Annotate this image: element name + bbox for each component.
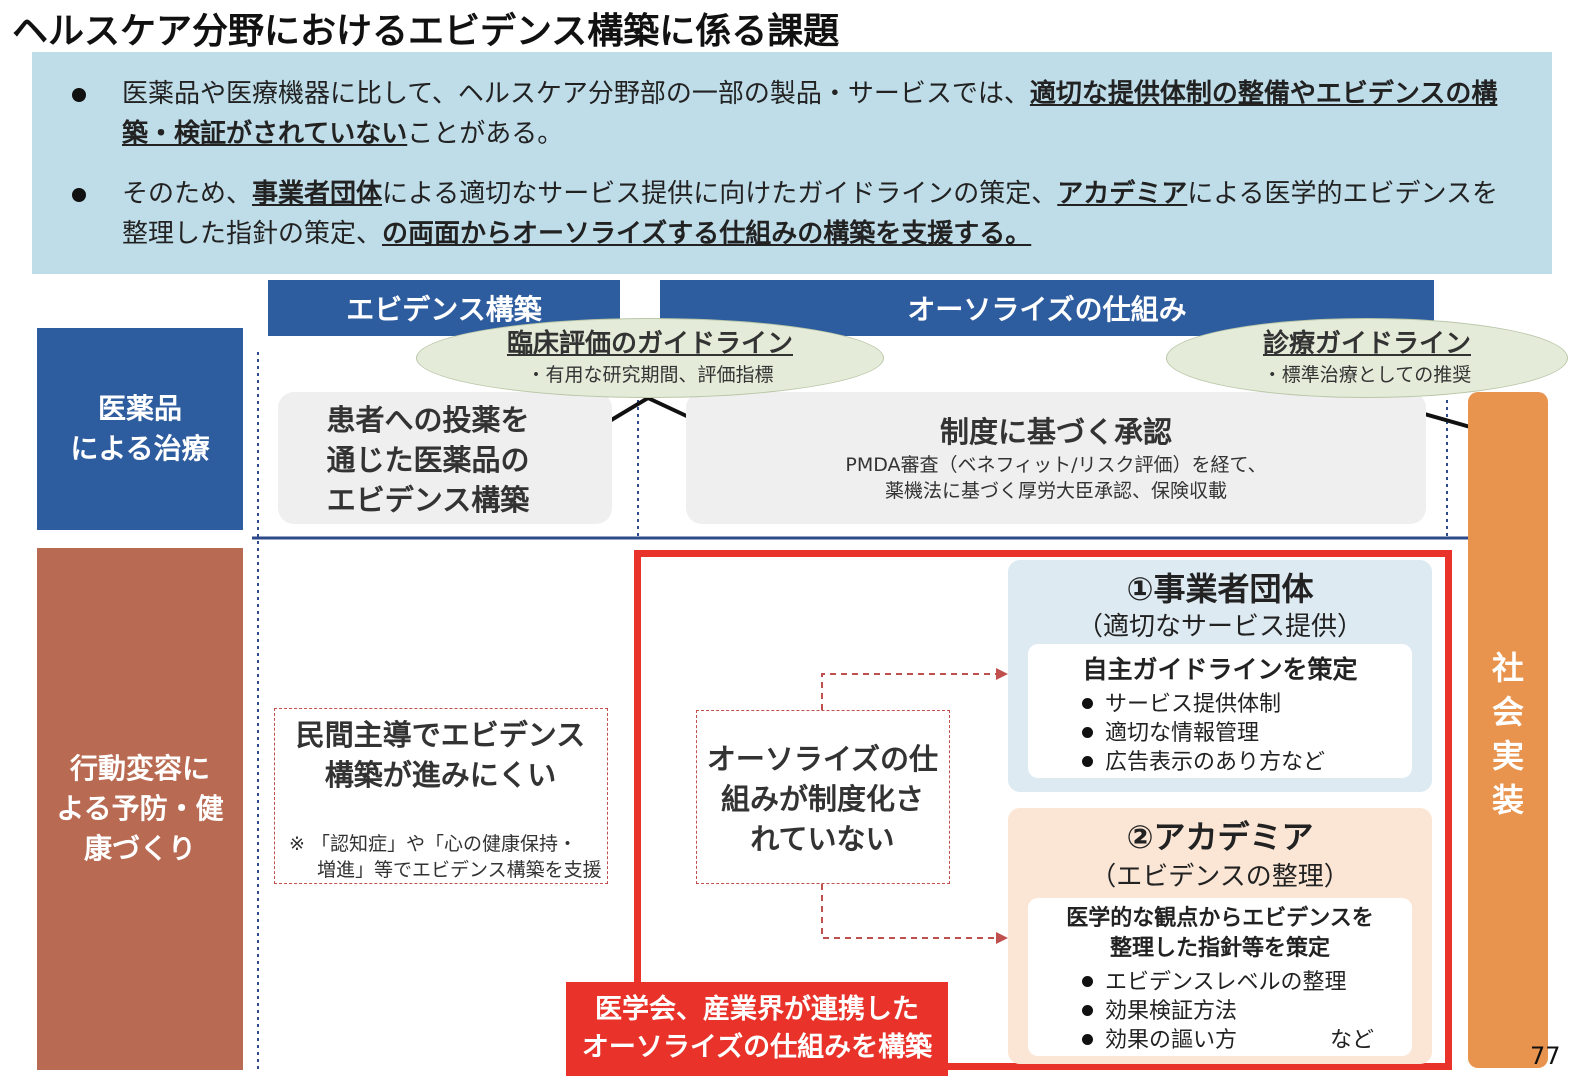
row-label-behavior-line-1: 行動変容に: [69, 752, 210, 785]
bullet-1-text-b: ことがある。: [407, 119, 564, 149]
academia-sub: （エビデンスの整理）: [1090, 862, 1350, 892]
not-institutionalized-line-2: 組みが制度化さ: [720, 782, 924, 816]
bullet-dot: [72, 188, 86, 202]
not-institutionalized-line-1: オーソライズの仕: [706, 742, 939, 776]
list-item-text: 効果の謳い方: [1105, 1028, 1238, 1053]
collaboration-label-line-2: オーソライズの仕組みを構築: [581, 1032, 933, 1063]
approval-sub-line-2: 薬機法に基づく厚労大臣承認、保険収載: [884, 480, 1227, 502]
business-association-title: ①事業者団体: [1126, 570, 1314, 608]
summary-bullet-2: そのため、事業者団体による適切なサービス提供に向けたガイドラインの策定、アカデミ…: [72, 174, 1512, 254]
arrow-head: [996, 932, 1008, 944]
bullet-1-text-a: 医薬品や医療機器に比して、ヘルスケア分野部の一部の製品・サービスでは、: [122, 79, 1030, 109]
business-association-box: ①事業者団体 （適切なサービス提供） 自主ガイドラインを策定 サービス提供体制 …: [1008, 560, 1432, 792]
page-number: 77: [1530, 1042, 1561, 1070]
list-item: 広告表示のあり方など: [1082, 744, 1325, 776]
medical-guideline-ellipse: 診療ガイドライン ・標準治療としての推奨: [1166, 318, 1568, 398]
academia-box: ②アカデミア （エビデンスの整理） 医学的な観点からエビデンスを 整理した指針等…: [1008, 808, 1432, 1064]
social-char-4: 装: [1491, 781, 1524, 819]
authorize-frame: [634, 550, 1452, 1070]
list-item: 適切な情報管理: [1082, 715, 1259, 747]
dashed-arrow: [821, 673, 1000, 710]
medical-guideline-title: 診療ガイドライン: [1262, 329, 1471, 359]
list-item: 効果検証方法: [1082, 993, 1237, 1025]
pharma-evidence-line-2: 通じた医薬品の: [326, 443, 530, 477]
bullet-1-bold-a: 適切な提供体制の整備やエビデンスの構築・検証がされていない: [122, 79, 1498, 149]
collaboration-label-line-1: 医学会、産業界が連携した: [595, 994, 919, 1025]
collaboration-label: 医学会、産業界が連携した オーソライズの仕組みを構築: [566, 982, 948, 1076]
social-char-1: 社: [1491, 649, 1524, 687]
list-item-text: 適切な情報管理: [1105, 721, 1260, 746]
bullet-dot: [1082, 975, 1093, 987]
social-implementation-bar: 社 会 実 装: [1468, 392, 1548, 1068]
not-institutionalized-line-3: れていない: [750, 822, 895, 856]
row-label-pharma-line-2: による治療: [70, 432, 210, 465]
bullet-dot: [1082, 755, 1093, 767]
bullet-dot: [1082, 726, 1093, 738]
social-char-3: 実: [1491, 737, 1524, 775]
list-item-text: 効果検証方法: [1105, 999, 1238, 1024]
bullet-2-text-a: そのため、: [122, 179, 253, 209]
summary-box: 医薬品や医療機器に比して、ヘルスケア分野部の一部の製品・サービスでは、適切な提供…: [32, 52, 1552, 274]
row-label-behavior-line-3: 康づくり: [83, 832, 196, 865]
approval-box: 制度に基づく承認 PMDA審査（ベネフィット/リスク評価）を経て、 薬機法に基づ…: [686, 392, 1426, 524]
list-item: 効果の謳い方: [1082, 1022, 1237, 1054]
academia-title: ②アカデミア: [1126, 818, 1314, 856]
academia-guideline-title-line-1: 医学的な観点からエビデンスを: [1066, 906, 1374, 931]
arrow-head: [996, 668, 1008, 680]
pharma-evidence-box: 患者への投薬を 通じた医薬品の エビデンス構築: [278, 392, 612, 524]
list-item-text: 広告表示のあり方など: [1105, 750, 1326, 775]
bullet-2-bold-b: アカデミア: [1057, 179, 1188, 209]
clinical-guideline-sub: ・有用な研究期間、評価指標: [526, 364, 774, 386]
bullet-2-bold-a: 事業者団体: [252, 179, 383, 209]
business-association-sub: （適切なサービス提供）: [1076, 612, 1363, 642]
private-led-note-line-2: 増進」等でエビデンス構築を支援: [317, 859, 602, 881]
row-label-pharma: 医薬品 による治療: [37, 328, 243, 530]
medical-guideline-sub: ・標準治療としての推奨: [1262, 364, 1472, 386]
list-item-text: エビデンスレベルの整理: [1105, 970, 1347, 995]
academia-guideline-title-line-2: 整理した指針等を策定: [1109, 936, 1330, 961]
private-led-line-2: 構築が進みにくい: [324, 758, 557, 792]
pharma-evidence-line-1: 患者への投薬を: [326, 403, 530, 437]
row-label-behavior: 行動変容に よる予防・健 康づくり: [37, 548, 243, 1070]
summary-bullet-1: 医薬品や医療機器に比して、ヘルスケア分野部の一部の製品・サービスでは、適切な提供…: [72, 74, 1512, 154]
bullet-2-text-c: による医学的エビデンスを整理した指針の策定、: [122, 179, 1498, 249]
approval-sub-line-1: PMDA審査（ベネフィット/リスク評価）を経て、: [845, 454, 1267, 476]
bullet-dot: [1082, 1004, 1093, 1016]
private-led-line-1: 民間主導でエビデンス: [295, 718, 586, 752]
clinical-guideline-title: 臨床評価のガイドライン: [506, 329, 793, 359]
bullet-dot: [1082, 697, 1093, 709]
list-item: サービス提供体制: [1082, 686, 1281, 718]
list-item-text: サービス提供体制: [1105, 692, 1282, 717]
bullet-dot: [1082, 1033, 1093, 1045]
page-title: ヘルスケア分野におけるエビデンス構築に係る課題: [12, 11, 840, 52]
bullet-2-text-b: による適切なサービス提供に向けたガイドラインの策定、: [382, 179, 1058, 209]
private-led-box: 民間主導でエビデンス 構築が進みにくい ※ 「認知症」や「心の健康保持・ 増進」…: [274, 708, 608, 884]
list-item: エビデンスレベルの整理: [1082, 964, 1347, 996]
self-guideline-title: 自主ガイドラインを策定: [1082, 655, 1358, 684]
clinical-guideline-ellipse: 臨床評価のガイドライン ・有用な研究期間、評価指標: [416, 318, 884, 398]
self-guideline-box: 自主ガイドラインを策定 サービス提供体制 適切な情報管理 広告表示のあり方など: [1028, 644, 1412, 778]
bullet-dot: [72, 88, 86, 102]
social-char-2: 会: [1491, 693, 1524, 731]
row-label-behavior-line-2: よる予防・健: [56, 792, 224, 825]
row-label-pharma-line-1: 医薬品: [97, 392, 182, 425]
etc-label: など: [1330, 1028, 1375, 1053]
bullet-2-bold-c: の両面からオーソライズする仕組みの構築を支援する。: [382, 219, 1032, 249]
approval-title: 制度に基づく承認: [939, 415, 1172, 449]
not-institutionalized-box: オーソライズの仕 組みが制度化さ れていない: [696, 710, 950, 884]
pharma-evidence-line-3: エビデンス構築: [326, 483, 530, 517]
private-led-note-line-1: ※ 「認知症」や「心の健康保持・: [289, 833, 577, 855]
academia-guideline-box: 医学的な観点からエビデンスを 整理した指針等を策定 エビデンスレベルの整理 効果…: [1028, 898, 1412, 1056]
